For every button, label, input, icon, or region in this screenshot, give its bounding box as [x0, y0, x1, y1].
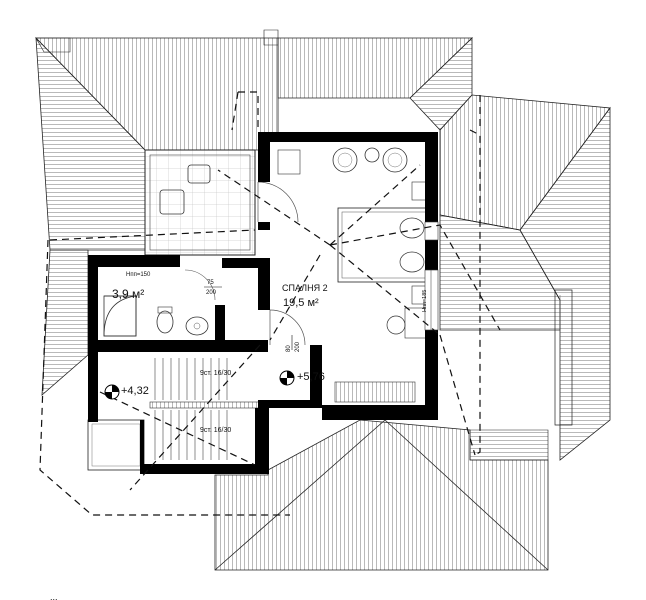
toilet-icon [156, 310, 174, 334]
sink-icon [185, 316, 209, 336]
roof-bottom [214, 419, 549, 571]
bedroom-door-width: 80 [286, 345, 292, 352]
table-icon [364, 147, 380, 163]
staircase [149, 358, 261, 460]
bedroom [270, 140, 431, 410]
roof-right [439, 94, 611, 461]
armchair-icon [332, 147, 358, 173]
bedroom-name: СПАЛНЯ 2 [282, 283, 328, 293]
bedroom-window-note: Нпп=185 [422, 290, 428, 312]
bathroom-door-width: 75 [207, 280, 214, 286]
wardrobe-icon [334, 381, 416, 403]
bedroom-door-height: 200 [295, 341, 301, 352]
bedroom-area: 19,5 м² [283, 297, 319, 309]
walls [88, 132, 438, 474]
roof-left [35, 36, 279, 396]
pillow-icon [399, 217, 425, 239]
bathroom-area: 3,9 м² [112, 287, 144, 301]
bathroom [103, 269, 216, 337]
balcony [144, 149, 256, 256]
level-stair-landing: +4,32 [121, 385, 149, 397]
armchair-icon [382, 147, 408, 173]
door-swing [184, 269, 216, 301]
stair-flight-upper: 9ст. 16/30 [200, 370, 231, 377]
chair-icon [386, 315, 406, 335]
bathroom-window-note: Нпп=150 [126, 272, 151, 278]
roof-top [263, 29, 473, 131]
shower-icon [103, 295, 137, 337]
stair-flight-lower: 9ст. 16/30 [200, 427, 231, 434]
chair-icon [187, 164, 211, 184]
table-icon [159, 189, 185, 215]
plan-caption: ... [50, 592, 58, 600]
level-marker-hall [279, 370, 295, 386]
bed-icon [337, 207, 431, 283]
roof-outline [39, 91, 501, 516]
level-marker-stair [104, 384, 120, 400]
door-swing [257, 181, 299, 223]
level-hall: +5,76 [297, 371, 325, 383]
bathroom-door-height: 200 [206, 290, 217, 296]
door-swing [269, 309, 306, 346]
pillow-icon [399, 251, 425, 273]
